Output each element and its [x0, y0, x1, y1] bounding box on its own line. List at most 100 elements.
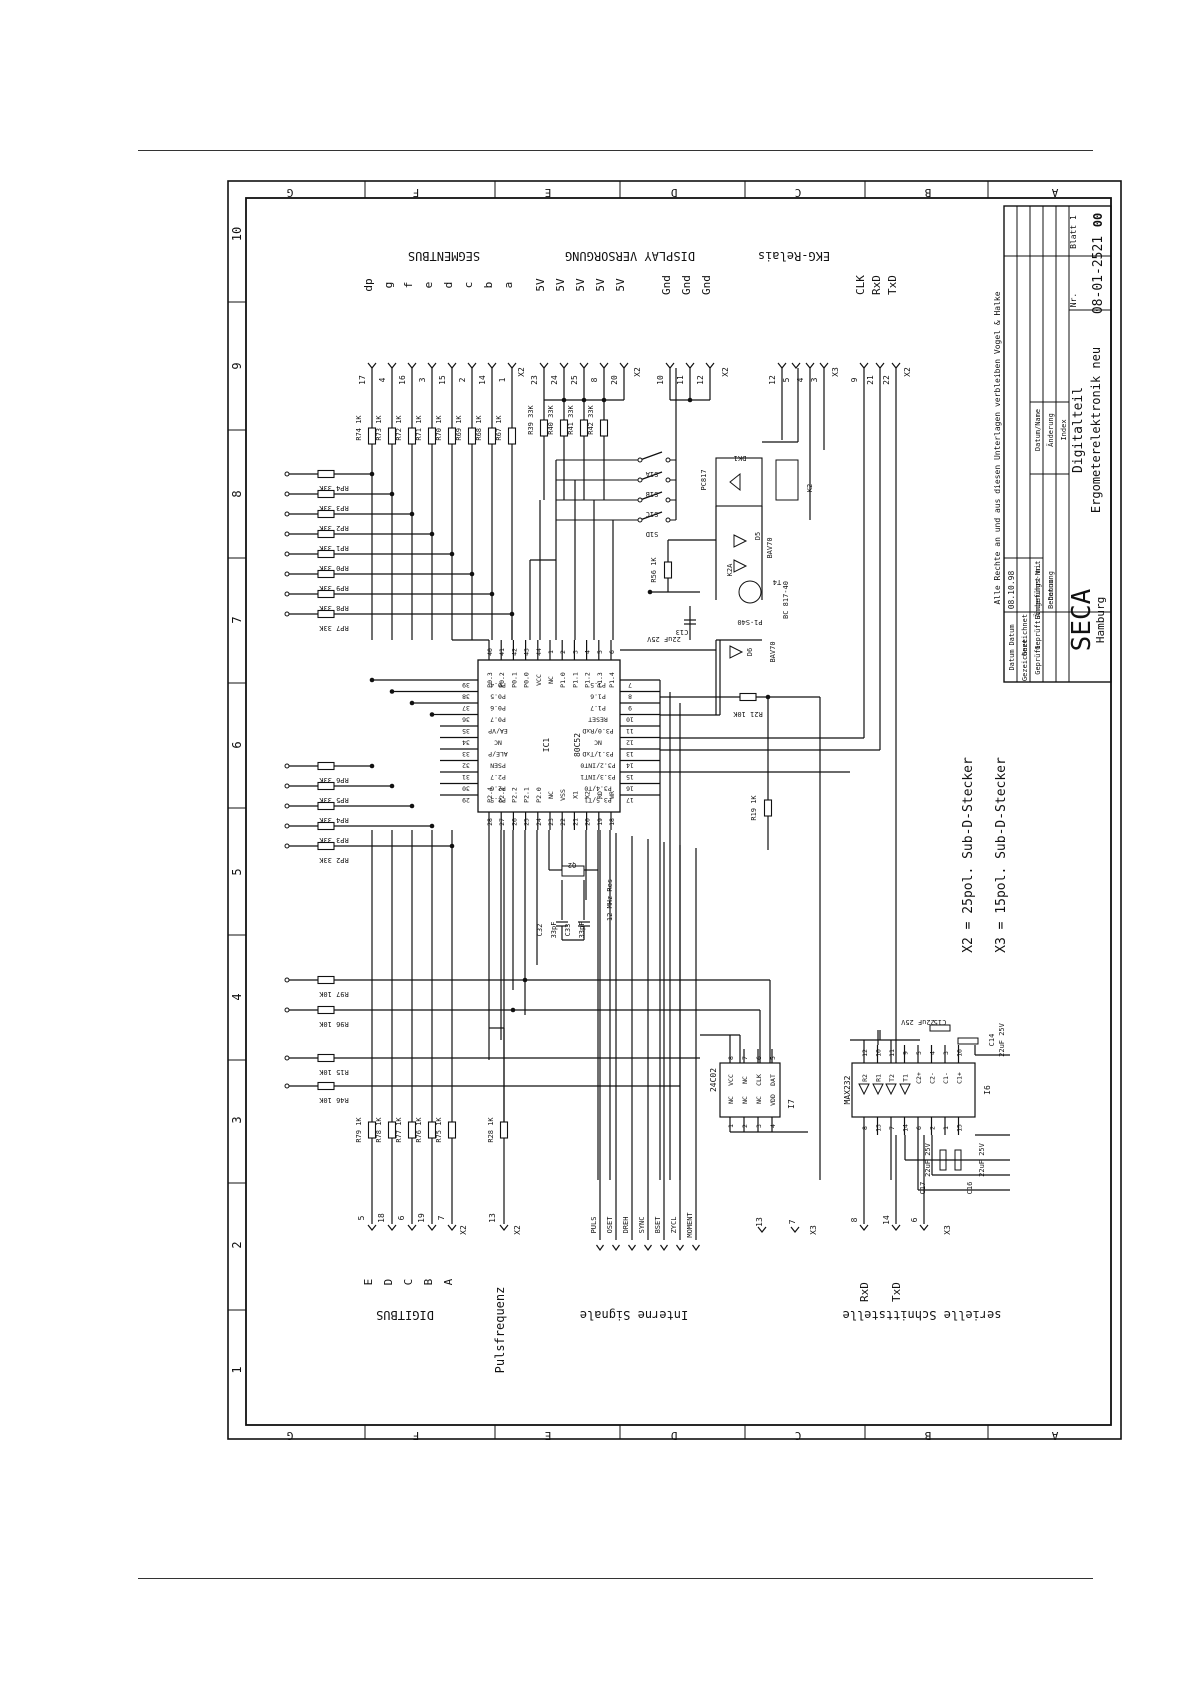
serial-label: RxD: [858, 1282, 871, 1302]
terminal: [284, 843, 290, 849]
title-row-label-text: Gezeichnet: [1021, 639, 1029, 681]
terminal: [284, 511, 290, 517]
title-row-label: Gezeichnet: [1021, 614, 1029, 656]
connector-pin: [407, 1224, 417, 1231]
eeprom-pin-name: NC: [755, 1096, 763, 1104]
top-pin-number-text: 2: [458, 377, 467, 382]
title-revision-label-text: Änderung: [1046, 413, 1055, 447]
connector-pin: [507, 362, 517, 369]
svg-text:serielle Schnittstelle: serielle Schnittstelle: [843, 1308, 1002, 1322]
eeprom-pin-number-text: 1: [727, 1124, 735, 1128]
eeprom-pin-name: VCC: [727, 1074, 735, 1086]
ekg-part-label: D5: [754, 532, 762, 540]
resistor: [559, 419, 569, 437]
connector-pin: [919, 1224, 929, 1231]
ekg-part-label: PC817: [700, 469, 708, 490]
title-row-label: Datum: [1008, 624, 1016, 645]
zone-row-text: 6: [230, 741, 244, 748]
top-pin-number-text: 22: [882, 375, 891, 385]
mcu-pin-number: 12: [626, 739, 634, 747]
segment-resistor-label: R69 1K: [455, 415, 463, 441]
connector-pin: [790, 1226, 800, 1233]
switch-label-text: S1C: [646, 510, 659, 518]
title-block: [1003, 205, 1112, 683]
crystal-cap-label: 33pF: [550, 922, 558, 939]
resistor: [317, 975, 335, 985]
mcu-pin-number-text: 15: [626, 773, 634, 781]
zone-row: 9: [230, 362, 244, 369]
mcu-name: 80C52: [573, 733, 582, 757]
mcu-pin-name: P3.3/INT1: [580, 773, 615, 781]
resistor: [317, 1005, 335, 1015]
bottom-resistor-label: R77 1K: [395, 1117, 403, 1143]
ekg-part-label-text: R56 1K: [650, 557, 658, 583]
mcu-pin-name-text: P1.5: [590, 681, 606, 689]
mcu-pin-number: 27: [498, 818, 506, 826]
max232-pin-name: C1-: [942, 1072, 950, 1084]
mcu-pin-name: PSEN: [490, 762, 506, 770]
zone-col-bottom: F: [413, 1429, 420, 1442]
zone-col-bottom-text: F: [413, 1429, 420, 1442]
crystal-cap-label-text: C33: [564, 924, 572, 937]
junction: [409, 803, 415, 809]
mcu-pin-number-text: 41: [498, 648, 506, 656]
switch-label-text: S1A: [645, 470, 658, 478]
digitbus-pin-text: 5: [357, 1215, 366, 1220]
top-signal-label: d: [442, 282, 455, 289]
display-resistor-label: R41 33K: [567, 404, 575, 434]
title-change-label-text: Benennung: [1047, 571, 1055, 609]
bottom-connector-label-text: X3: [809, 1225, 818, 1235]
max232-cap-label: 22uF 25V: [900, 1018, 935, 1026]
mcu-pin-name: X1: [571, 791, 579, 799]
max232-pin-name: T2: [888, 1074, 896, 1082]
segment-resistor-label-text: R74 1K: [355, 415, 363, 441]
bottom-resistor-label: R75 1K: [435, 1117, 443, 1143]
digitbus-pin-text: 6: [397, 1215, 406, 1220]
eeprom-pin-name-text: VDD: [769, 1094, 777, 1106]
mcu-pin-number: 41: [498, 648, 506, 656]
serial-pin-text: 14: [882, 1215, 891, 1225]
top-pin-number-text: 4: [378, 377, 387, 382]
mcu-pin-name: P2.4: [486, 787, 494, 803]
title-nr-label: Nr.: [1069, 293, 1078, 307]
zone-row-text: 10: [230, 227, 244, 241]
svg-text:00: 00: [1091, 213, 1105, 227]
mcu-pin-number-text: 35: [462, 727, 470, 735]
zone-col-top: B: [924, 186, 931, 199]
mcu-pin-name: P2.0: [535, 787, 543, 803]
mcu-pin-number-text: 8: [628, 693, 632, 701]
mcu-pin-number: 3: [571, 650, 579, 654]
mcu-pin-number: 31: [462, 773, 470, 781]
title-row-label-text: Datum: [1008, 649, 1016, 670]
pullup-label: RP9 33K: [318, 584, 348, 592]
top-signal-label-text: d: [442, 282, 455, 289]
top-signal-label-text: Gnd: [680, 275, 693, 295]
ekg-part-label: DK1: [734, 454, 747, 462]
top-signal-label-text: Gnd: [700, 275, 713, 295]
pullup-label: RP4 33K: [318, 484, 348, 492]
top-signal-label: 5V: [614, 278, 627, 292]
ext-pin-text: 13: [755, 1217, 764, 1227]
max232-pin-number: 1: [942, 1126, 950, 1130]
resistor: [739, 692, 757, 702]
connector-pin: [875, 362, 885, 369]
top-signal-label: b: [482, 282, 495, 289]
serial-label: TxD: [890, 1282, 903, 1302]
top-pin-number: 12: [768, 375, 777, 385]
switch-lever: [639, 511, 663, 521]
svg-text:Blatt 1: Blatt 1: [1069, 215, 1078, 249]
connector-pin: [705, 362, 715, 369]
top-signal-label-text: a: [502, 282, 515, 289]
switch-contact: [637, 477, 643, 483]
mcu-pin-name-text: PSEN: [490, 762, 506, 770]
top-signal-label-text: 5V: [574, 278, 587, 292]
pullup-label-text: RP3 33K: [318, 836, 348, 844]
max232-cap-label: C17: [919, 1182, 927, 1195]
eeprom-pin-name-text: NC: [741, 1096, 749, 1104]
digitbus-pin-text: 7: [437, 1215, 446, 1220]
connector-pin: [791, 362, 801, 369]
max232-pin-name-text: C1-: [942, 1072, 950, 1084]
serial-label-text: RxD: [858, 1282, 871, 1302]
eeprom-pin-name-text: NC: [755, 1096, 763, 1104]
